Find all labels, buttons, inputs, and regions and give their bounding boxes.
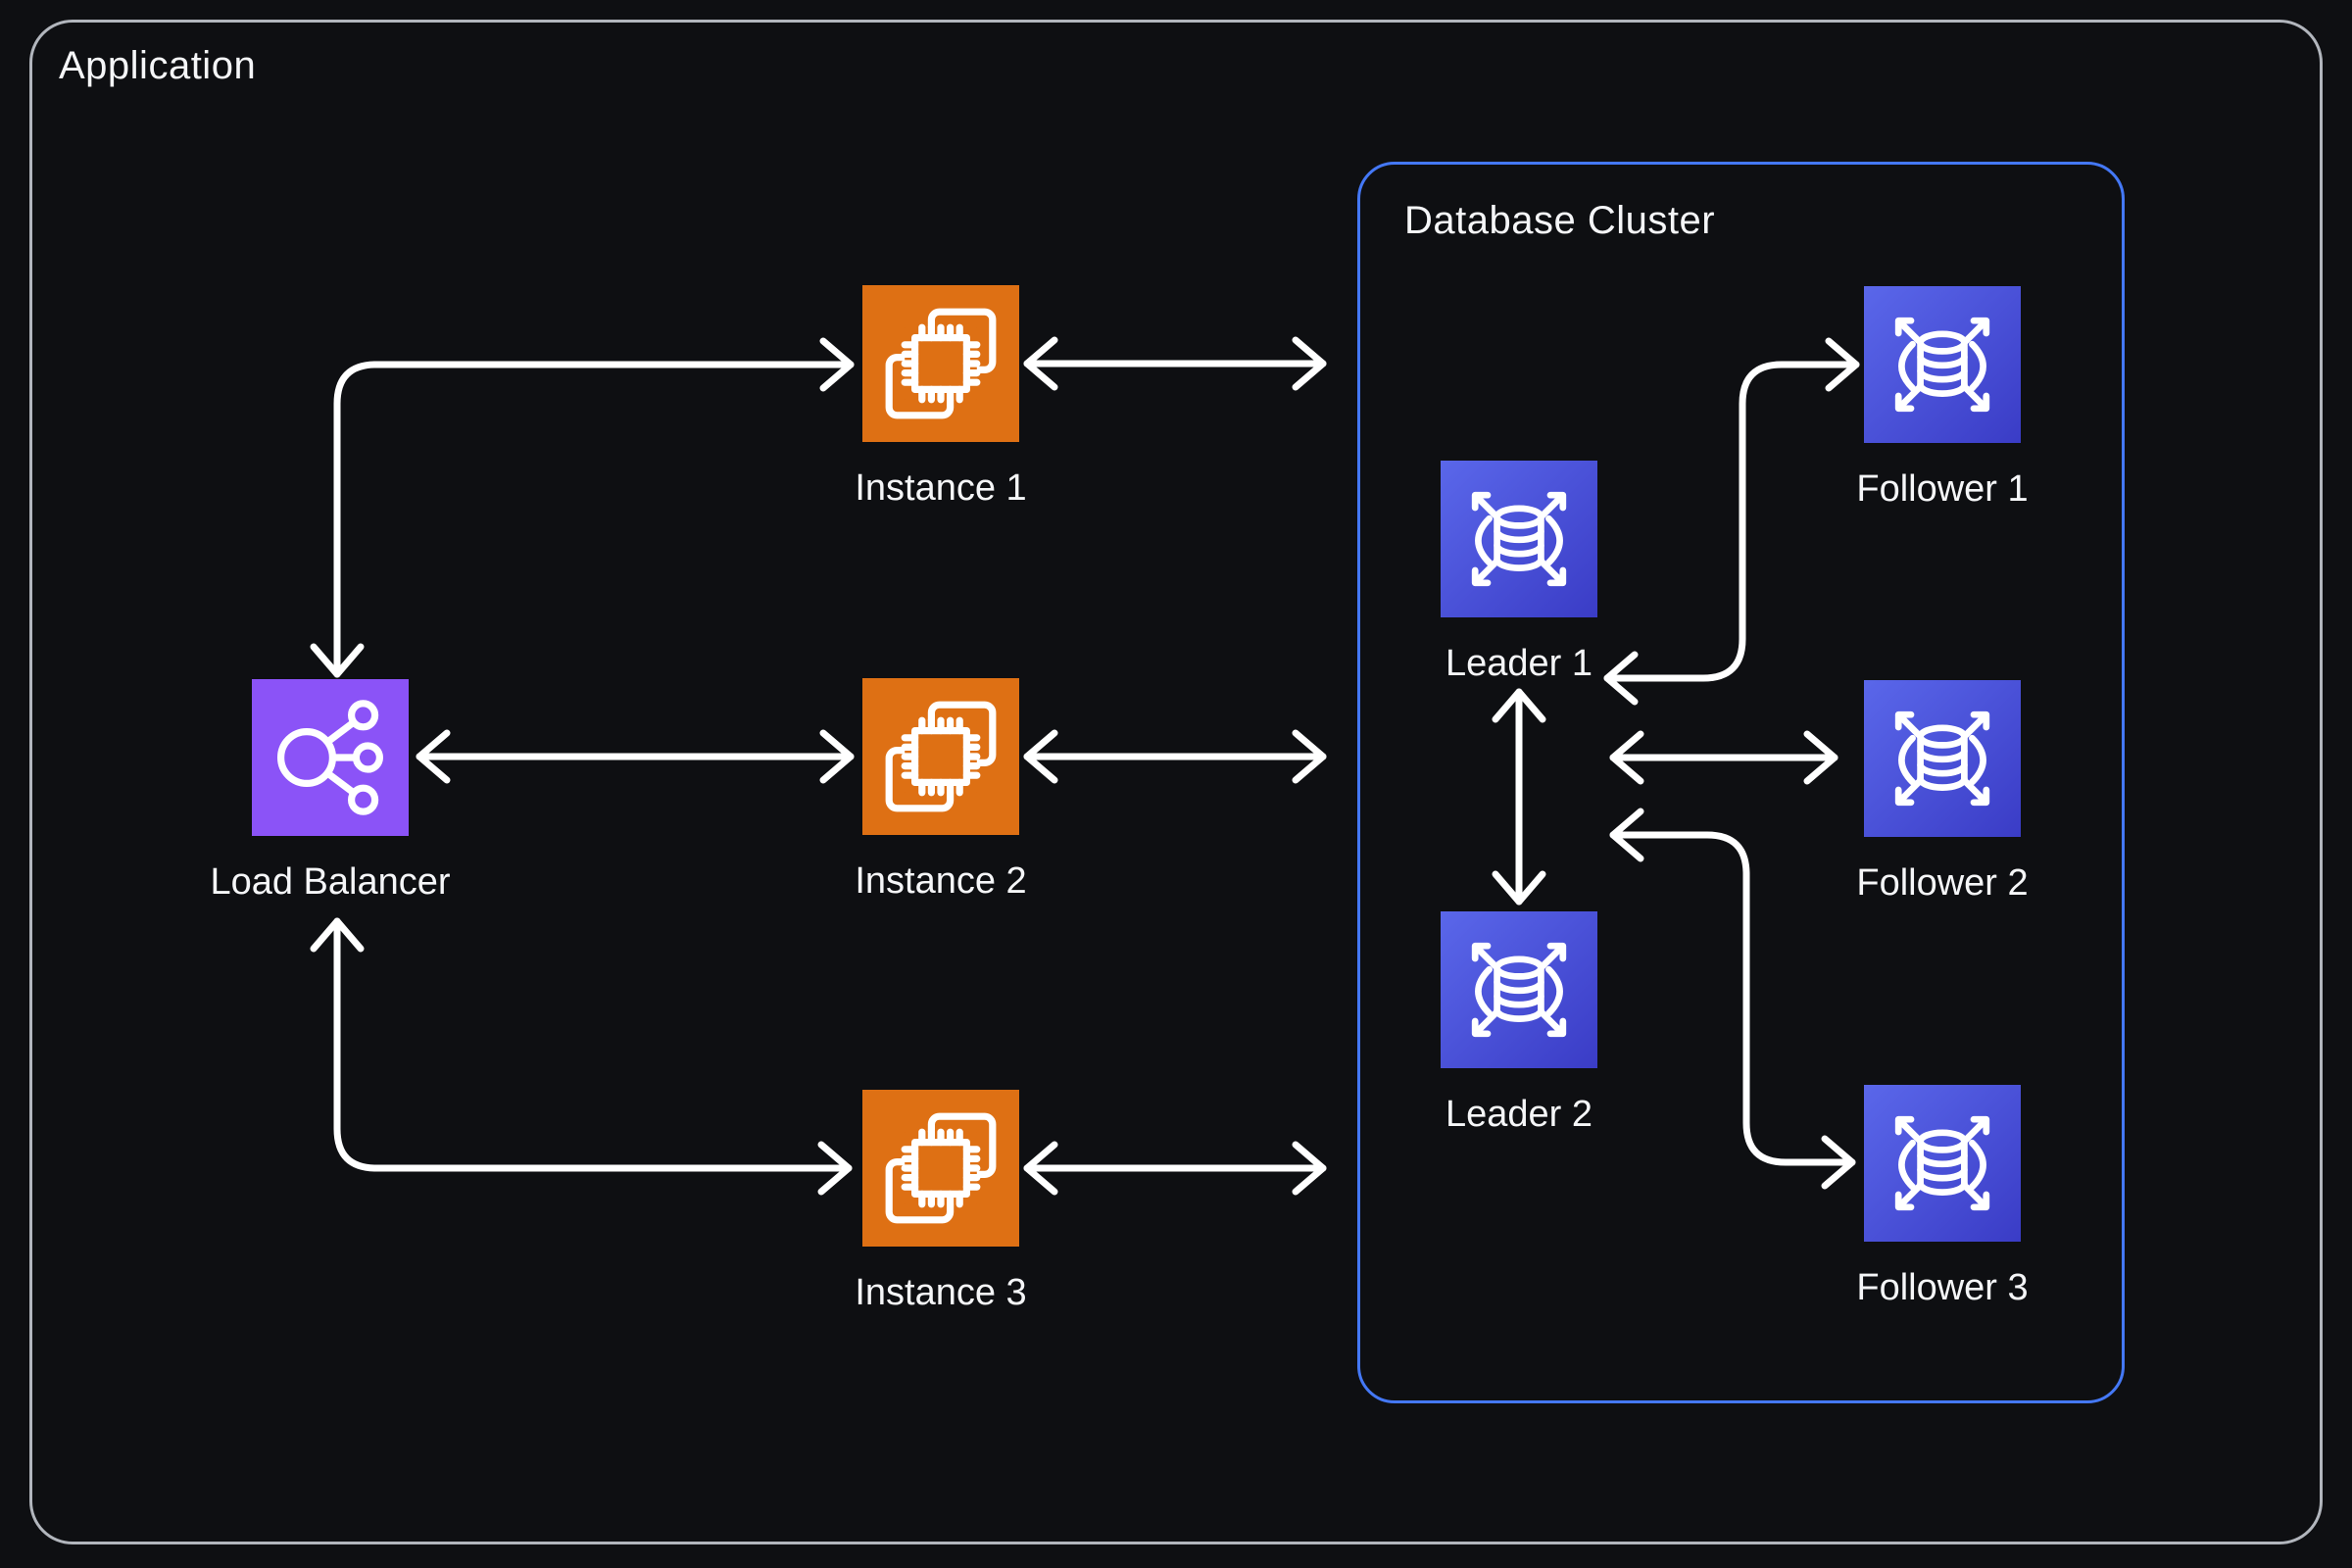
node-load-balancer: Load Balancer (210, 679, 451, 903)
edge-leader1-leader2 (1492, 688, 1546, 906)
edge-leader1-follower1 (1603, 337, 1860, 706)
application-title: Application (59, 44, 257, 87)
node-label: Instance 2 (855, 860, 1027, 902)
node-leader-2: Leader 2 (1441, 911, 1597, 1135)
compute-instance-icon (862, 1090, 1019, 1247)
database-scale-icon (1864, 1085, 2021, 1242)
database-scale-icon (1864, 680, 2021, 837)
database-cluster-title: Database Cluster (1404, 199, 1716, 242)
edge-lb-instance1 (310, 337, 855, 678)
database-scale-icon (1864, 286, 2021, 443)
node-follower-3: Follower 3 (1856, 1085, 2029, 1308)
load-balancer-icon (252, 679, 409, 836)
node-label: Instance 3 (855, 1272, 1027, 1313)
node-label: Follower 1 (1856, 468, 2029, 510)
node-label: Follower 2 (1856, 862, 2029, 904)
edge-lb-instance3 (310, 917, 853, 1196)
compute-instance-icon (862, 678, 1019, 835)
node-label: Leader 1 (1445, 643, 1593, 684)
node-instance-3: Instance 3 (855, 1090, 1027, 1313)
edge-instance1-cluster (1023, 336, 1327, 391)
edge-instance3-cluster (1023, 1141, 1327, 1196)
application-container: Application (29, 20, 2323, 1544)
edge-instance2-cluster (1023, 729, 1327, 784)
node-follower-2: Follower 2 (1856, 680, 2029, 904)
edge-leaders-follower2 (1609, 730, 1838, 785)
database-scale-icon (1441, 911, 1597, 1068)
edge-leaders-follower3 (1609, 808, 1856, 1190)
database-scale-icon (1441, 461, 1597, 617)
node-follower-1: Follower 1 (1856, 286, 2029, 510)
node-label: Load Balancer (210, 861, 451, 903)
node-instance-1: Instance 1 (855, 285, 1027, 509)
edge-lb-instance2 (416, 729, 855, 784)
node-label: Leader 2 (1445, 1094, 1593, 1135)
node-label: Follower 3 (1856, 1267, 2029, 1308)
node-label: Instance 1 (855, 467, 1027, 509)
node-instance-2: Instance 2 (855, 678, 1027, 902)
node-leader-1: Leader 1 (1441, 461, 1597, 684)
compute-instance-icon (862, 285, 1019, 442)
database-cluster-container: Database Cluster (1357, 162, 2125, 1403)
